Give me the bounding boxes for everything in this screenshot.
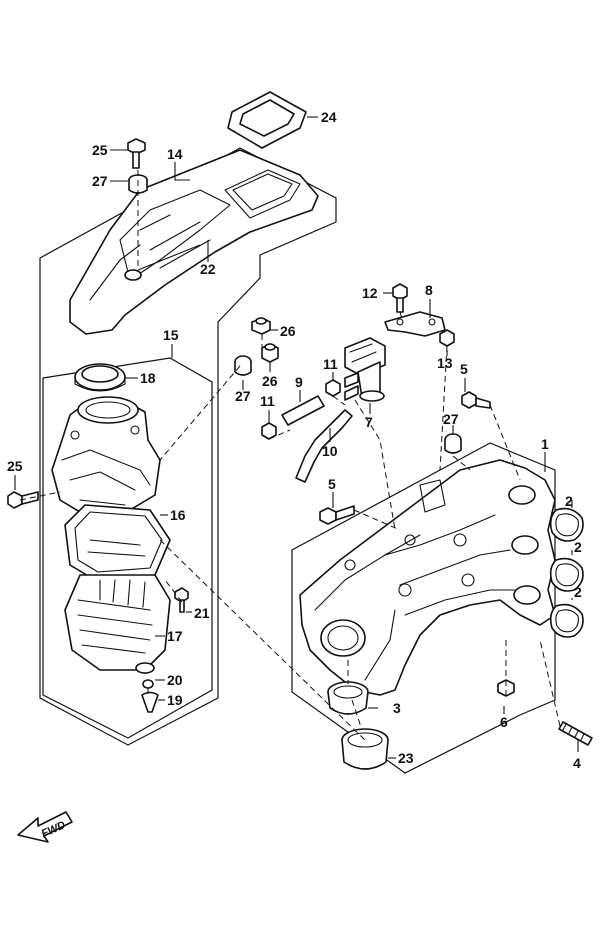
- bolt-5-lower: [319, 505, 355, 525]
- callout-4: 4: [573, 755, 581, 771]
- grommet-27-right: [444, 433, 462, 454]
- seal-ring-18: [74, 363, 126, 392]
- collar-26-right: [251, 317, 271, 335]
- gasket-16: [64, 504, 171, 581]
- callout-labels: 1 2 2 2 3 4 5 5 6 7 8 9 10 11 11 12 13 1…: [7, 109, 582, 771]
- clip-20: [142, 679, 154, 689]
- manifold-assembly-frame: [291, 442, 556, 774]
- gasket-2-bottom: [549, 603, 584, 638]
- clamp-11-top: [325, 379, 341, 397]
- bolt-25-top: [127, 138, 146, 169]
- hose-9: [281, 395, 325, 426]
- callout-2-top: 2: [565, 493, 573, 509]
- gasket-2-mid: [549, 557, 584, 592]
- callout-2-mid: 2: [574, 539, 582, 555]
- drain-plug-19: [141, 691, 159, 713]
- callout-20: 20: [167, 672, 183, 688]
- callout-5-lower: 5: [328, 476, 336, 492]
- intake-manifold-1: [299, 459, 556, 696]
- fwd-arrow-icon: FWD: [17, 811, 73, 843]
- callout-24: 24: [321, 109, 337, 125]
- seal-ring-3: [327, 681, 369, 715]
- seal-24: [227, 91, 307, 149]
- callout-19: 19: [167, 692, 183, 708]
- gasket-2-top: [549, 507, 584, 542]
- callout-1: 1: [541, 436, 549, 452]
- alignment-lines: [19, 170, 561, 741]
- callout-25-left: 25: [7, 458, 23, 474]
- silencer-cover-14: [69, 149, 319, 335]
- sleeve-23: [341, 728, 389, 770]
- callout-11-top: 11: [323, 356, 338, 372]
- callout-3: 3: [393, 700, 401, 716]
- hose-10: [295, 409, 353, 483]
- callout-23: 23: [398, 750, 414, 766]
- stud-bolt-4: [558, 721, 593, 746]
- callout-8: 8: [425, 282, 433, 298]
- bolt-5-upper: [461, 391, 491, 409]
- callout-10: 10: [322, 443, 338, 459]
- silencer-case-17: [64, 574, 171, 674]
- callout-13: 13: [437, 355, 453, 371]
- screw-21: [174, 587, 189, 613]
- callout-7: 7: [365, 414, 373, 430]
- silencer-case-15: [51, 396, 161, 516]
- callout-17: 17: [167, 628, 183, 644]
- callout-27-top: 27: [92, 173, 108, 189]
- bracket-8: [384, 311, 446, 337]
- leader-lines: [14, 116, 579, 759]
- callout-11-bottom: 11: [260, 393, 275, 409]
- callout-2-bottom: 2: [574, 584, 582, 600]
- callout-27-right: 27: [443, 411, 459, 427]
- silencer-case-frame: [42, 357, 213, 739]
- callout-14: 14: [167, 146, 183, 162]
- callout-26-left: 26: [262, 373, 278, 389]
- callout-22: 22: [200, 261, 216, 277]
- callout-12: 12: [362, 285, 378, 301]
- nut-13: [439, 329, 455, 347]
- callout-6: 6: [500, 714, 508, 730]
- solenoid-valve-7: [344, 337, 386, 402]
- callout-15: 15: [163, 327, 179, 343]
- bolt-25-left: [7, 491, 39, 509]
- collar-26-left: [261, 343, 279, 363]
- callout-16: 16: [170, 507, 186, 523]
- callout-18: 18: [140, 370, 156, 386]
- grommet-27-mid: [234, 355, 252, 376]
- callout-27-mid: 27: [235, 388, 251, 404]
- callout-21: 21: [194, 605, 210, 621]
- callout-26-right: 26: [280, 323, 296, 339]
- callout-5-upper: 5: [460, 361, 468, 377]
- callout-9: 9: [295, 374, 303, 390]
- bolt-12: [392, 283, 408, 313]
- callout-25-top: 25: [92, 142, 108, 158]
